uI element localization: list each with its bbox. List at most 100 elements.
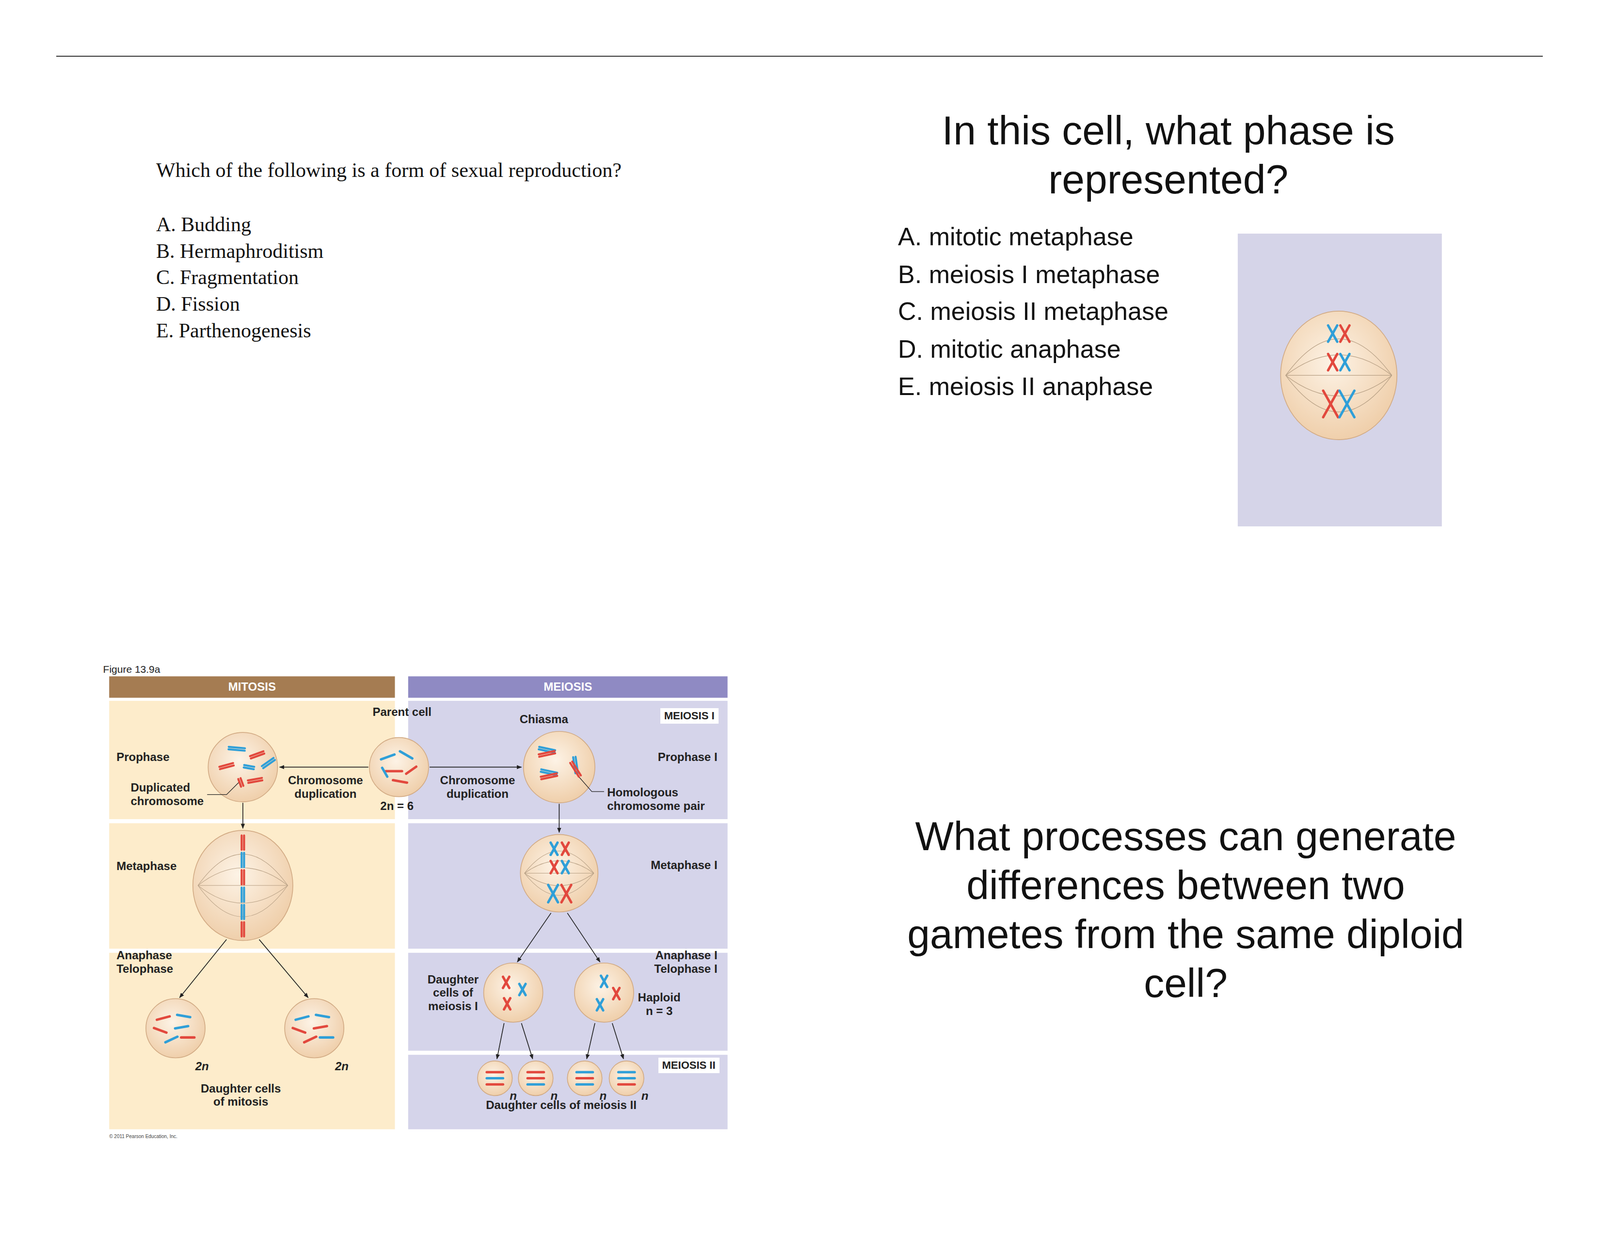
spindle-fiber — [1285, 354, 1392, 376]
chromosome — [240, 778, 244, 786]
chromosome — [219, 763, 233, 768]
chromosome — [250, 751, 264, 757]
chromosome — [228, 749, 245, 752]
spindle-fiber — [524, 873, 594, 887]
chromosome — [539, 747, 556, 751]
quiz-question: What processes can generate differences … — [899, 812, 1472, 1008]
copyright-note: © 2011 Pearson Education, Inc. — [109, 1134, 178, 1140]
chromosome — [486, 1071, 504, 1074]
panel-title: MEIOSIS — [408, 680, 728, 694]
figure-label: 2n — [189, 1059, 215, 1074]
chromosome — [242, 870, 245, 885]
chromosome — [242, 922, 245, 937]
answer-option: B. meiosis I metaphase — [897, 259, 1160, 290]
spindle-fiber — [1285, 375, 1392, 396]
figure-label: n — [546, 1089, 561, 1104]
spindle-fiber — [197, 854, 288, 886]
figure-label: n — [637, 1089, 652, 1104]
chromosome — [228, 747, 246, 749]
spindle-fiber — [197, 885, 288, 904]
chromosome — [181, 1036, 195, 1040]
chromosome — [154, 1028, 167, 1033]
chromosome — [561, 885, 572, 903]
phase-label: Metaphase — [116, 859, 194, 874]
chromosome — [502, 976, 510, 989]
spindle-fiber — [1285, 375, 1392, 412]
panel-title: MITOSIS — [109, 680, 395, 694]
phase-label: Daughter cells of meiosis II — [479, 1098, 644, 1113]
chromosome — [240, 887, 243, 902]
chromosome — [157, 1016, 170, 1021]
chromosome — [561, 861, 569, 874]
chromosome — [244, 765, 255, 768]
chromosome — [576, 1083, 593, 1087]
leader-lines — [207, 775, 605, 795]
chromosome — [519, 984, 526, 996]
figure-label: Daughter cells of meiosis I — [422, 973, 484, 1014]
chromosome — [406, 767, 417, 774]
figure-label: Parent cell — [351, 705, 453, 720]
spindle-fiber — [197, 867, 288, 886]
answer-option: A. Budding — [156, 212, 252, 237]
band-fill — [408, 676, 728, 698]
spindle-fiber — [1285, 338, 1392, 376]
chromosome — [165, 1037, 178, 1043]
chromosome — [240, 905, 243, 920]
quiz-question: Which of the following is a form of sexu… — [156, 158, 622, 183]
stage-label: MEIOSIS I — [664, 709, 715, 723]
header-band: MEIOSIS — [408, 676, 728, 698]
chromosome — [486, 1077, 504, 1080]
figure-label: Daughter cells of mitosis — [197, 1082, 285, 1109]
chromosome — [292, 1028, 306, 1033]
chromosome — [486, 1083, 504, 1087]
figure-label: n — [595, 1089, 610, 1104]
figure-label: Chromosome duplication — [284, 773, 367, 801]
chromosome — [1328, 325, 1338, 342]
chromosome — [550, 842, 558, 855]
band-fill — [408, 1055, 728, 1130]
figure-label: n — [506, 1089, 521, 1104]
chromosome — [540, 773, 557, 778]
chromosome — [613, 988, 620, 1000]
phase-label: Anaphase I Telophase I — [640, 948, 718, 976]
chromosome — [561, 861, 569, 874]
arrows — [179, 767, 624, 1060]
figure-label: 2n — [329, 1059, 355, 1074]
band-fill — [109, 953, 395, 1130]
chromosome — [242, 852, 245, 867]
chromosome — [527, 1083, 544, 1087]
chromosome — [1339, 390, 1355, 418]
phase-label: Anaphase Telophase — [116, 948, 190, 976]
chromosome — [600, 976, 608, 988]
answer-option: E. meiosis II anaphase — [897, 371, 1153, 402]
chromosome — [385, 770, 403, 773]
chromosome — [541, 769, 558, 773]
chromosome — [1340, 353, 1350, 371]
band-fill — [408, 701, 728, 820]
chromosome — [240, 835, 243, 850]
phase-band: Metaphase I — [408, 823, 728, 949]
chromosome — [1340, 325, 1350, 342]
chromosome — [572, 761, 581, 776]
spindle-fiber — [524, 873, 594, 896]
band-fill — [109, 701, 395, 820]
chromosome — [392, 780, 407, 784]
chromosome — [175, 1026, 189, 1029]
answer-option: D. mitotic anaphase — [897, 334, 1121, 365]
band-fill — [109, 676, 395, 698]
chromosome — [538, 751, 555, 755]
phase-band: Daughter cells of meiosis II MEIOSIS II — [408, 1055, 728, 1130]
stage-box: MEIOSIS II — [658, 1057, 720, 1074]
chromosome — [240, 922, 243, 937]
figure-label: Haploid n = 3 — [634, 991, 684, 1018]
stage-label: MEIOSIS II — [662, 1058, 716, 1073]
figure-number: Figure 13.9a — [103, 663, 161, 676]
chromosome — [304, 1037, 317, 1043]
band-fill — [109, 823, 395, 949]
spindle-fiber — [1285, 375, 1392, 376]
chromosome — [527, 1071, 544, 1074]
chromosome — [242, 905, 245, 920]
chromosome — [519, 984, 526, 996]
figure-art — [109, 676, 728, 1130]
